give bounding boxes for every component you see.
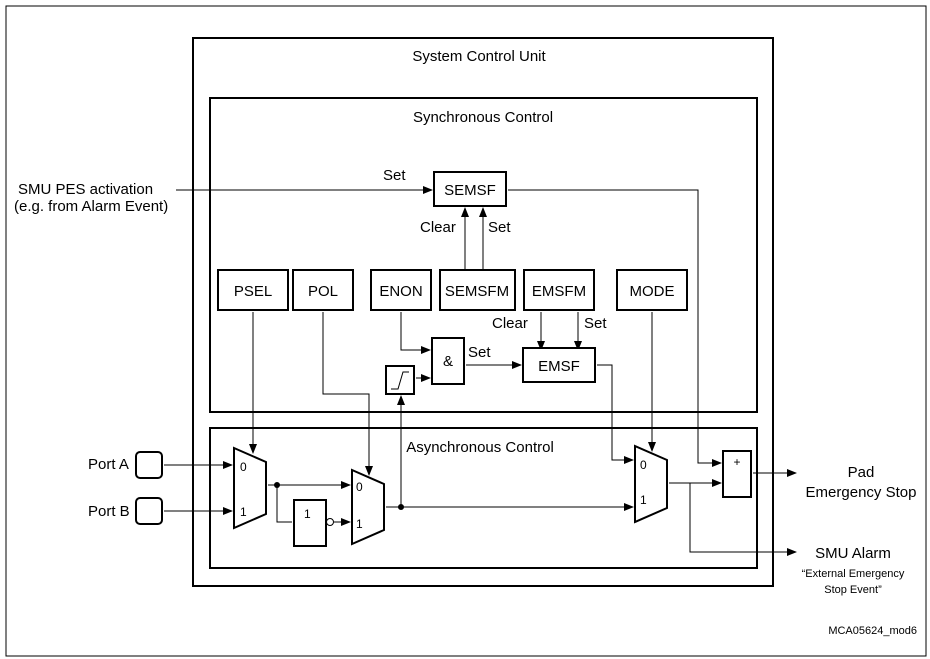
psel-register [217,269,289,311]
mode-label: MODE [630,283,675,300]
mux3-in0-label: 0 [640,458,647,472]
emsf-clear-label: Clear [492,315,528,332]
semsf-clear-label: Clear [420,219,456,236]
figure-id: MCA05624_mod6 [828,625,917,637]
emsf-register [522,347,596,383]
polarity-mux [351,468,385,546]
pol-register [292,269,354,311]
semsf-set2-label: Set [488,219,511,236]
or-gate-symbol: + [733,455,740,469]
emsf-label: EMSF [538,358,580,375]
pes-activation-sublabel: (e.g. from Alarm Event) [14,198,168,215]
enon-label: ENON [379,283,422,300]
pad-output-label: Pad [848,464,875,481]
and-gate-symbol: & [443,353,453,370]
synchronous-control-title: Synchronous Control [413,109,553,126]
inverter-symbol: 1 [304,507,311,521]
pad-output-sublabel: Emergency Stop [806,484,917,501]
asynchronous-control-title: Asynchronous Control [406,439,554,456]
semsfm-register [439,269,516,311]
semsf-to-or-wire [508,189,722,467]
mode-mux [634,444,668,524]
emsfm-label: EMSFM [532,283,586,300]
mux2-in1-label: 1 [356,517,363,531]
pol-label: POL [308,283,338,300]
outer-frame [5,5,927,657]
edge-detector [385,365,415,395]
smu-alarm-label: SMU Alarm [815,545,891,562]
rising-edge-icon [391,371,409,390]
semsf-register [433,171,507,207]
port-a-label: Port A [88,456,129,473]
mux3-in1-label: 1 [640,493,647,507]
port-b-label: Port B [88,503,130,520]
mode-register [616,269,688,311]
emsf-set-from-and-label: Set [468,344,491,361]
enon-register [370,269,432,311]
port-b-pad [135,497,163,525]
pol-select-wire [322,312,373,476]
emsfm-register [523,269,595,311]
psel-label: PSEL [234,283,272,300]
mux2-in0-label: 0 [356,480,363,494]
pes-activation-label: SMU PES activation [18,181,153,198]
port-select-mux [233,446,267,530]
mux3-to-alarm-wire [689,483,797,556]
system-control-unit-title: System Control Unit [412,48,546,65]
port-a-pad [135,451,163,479]
mux1-to-inverter-wire [276,485,292,523]
emsf-to-mux3-wire [597,364,634,464]
alarm-note-line1: “External Emergency [802,568,905,580]
mux1-in0-label: 0 [240,460,247,474]
enon-to-and-wire [400,312,431,354]
mux1-in1-label: 1 [240,505,247,519]
emsf-set-label: Set [584,315,607,332]
alarm-note-line2: Stop Event” [824,584,882,596]
and-gate [431,337,465,385]
inverter-bubble [326,518,334,526]
semsf-set-label: Set [383,167,406,184]
or-gate [722,450,752,498]
inverter-gate [293,499,327,547]
semsfm-label: SEMSFM [445,283,509,300]
semsf-label: SEMSF [444,182,496,199]
